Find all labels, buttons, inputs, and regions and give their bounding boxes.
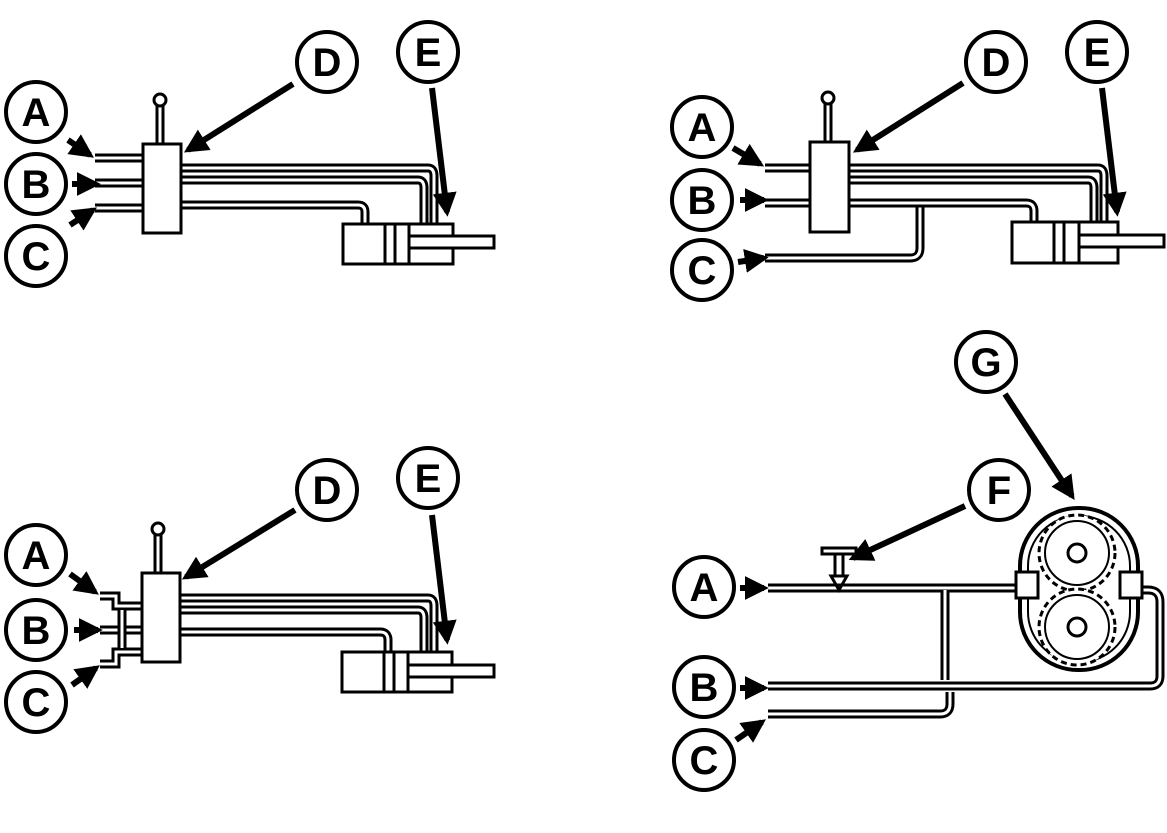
callout-c: C [672, 728, 736, 792]
callout-a: A [4, 80, 68, 144]
svg-text:E: E [1084, 31, 1111, 75]
svg-text:A: A [688, 106, 717, 150]
svg-text:D: D [313, 469, 342, 513]
callout-b: B [4, 598, 68, 662]
callout-b: B [670, 168, 734, 232]
svg-text:B: B [22, 609, 51, 653]
callout-c: C [4, 224, 68, 288]
svg-text:C: C [22, 681, 51, 725]
control-valve [808, 90, 851, 234]
svg-text:A: A [22, 534, 51, 578]
svg-text:B: B [688, 179, 717, 223]
hydraulic-cylinder [341, 222, 496, 266]
svg-text:B: B [690, 666, 719, 710]
svg-text:F: F [987, 469, 1011, 513]
valve-lever-knob [150, 521, 166, 537]
hydraulic-lines [100, 591, 439, 669]
callout-b: B [4, 152, 68, 216]
svg-text:C: C [22, 235, 51, 279]
valve-lever-knob [152, 92, 168, 108]
hydraulic-lines [95, 153, 439, 224]
hydraulic-cylinder [1010, 220, 1166, 265]
svg-text:E: E [415, 457, 442, 501]
control-valve [141, 92, 183, 235]
hydraulic-lines [768, 583, 1165, 719]
callout-e: E [396, 446, 460, 510]
hydraulic-cylinder [340, 650, 496, 694]
svg-text:C: C [690, 739, 719, 783]
callout-d: D [295, 458, 359, 522]
callout-b: B [672, 655, 736, 719]
svg-text:B: B [22, 163, 51, 207]
callout-a: A [672, 555, 736, 619]
panel-valve-neutral: A B C D E [4, 20, 496, 288]
callout-e: E [396, 20, 460, 84]
upper-gear [1037, 513, 1117, 593]
svg-text:E: E [415, 31, 442, 75]
panel-gear-pump-circuit: A B C F G [672, 330, 1165, 792]
control-valve [140, 521, 182, 664]
panel-valve-closed-center: A B C D E [4, 446, 496, 734]
svg-text:A: A [22, 91, 51, 135]
callout-d: D [295, 30, 359, 94]
panel-valve-open-center: A B C D E [670, 20, 1166, 302]
gear-pump [1014, 506, 1144, 672]
callout-g: G [954, 330, 1018, 394]
callout-e: E [1065, 20, 1129, 84]
svg-text:A: A [690, 566, 719, 610]
svg-text:C: C [688, 249, 717, 293]
hydraulic-lines [765, 163, 1109, 263]
callout-f: F [967, 458, 1031, 522]
callout-d: D [964, 30, 1028, 94]
svg-text:D: D [313, 41, 342, 85]
valve-lever-knob [820, 90, 836, 106]
lower-gear [1037, 587, 1117, 667]
callout-c: C [670, 238, 734, 302]
callout-a: A [670, 95, 734, 159]
svg-text:G: G [970, 341, 1001, 385]
callout-c: C [4, 670, 68, 734]
svg-text:D: D [982, 41, 1011, 85]
callout-a: A [4, 523, 68, 587]
